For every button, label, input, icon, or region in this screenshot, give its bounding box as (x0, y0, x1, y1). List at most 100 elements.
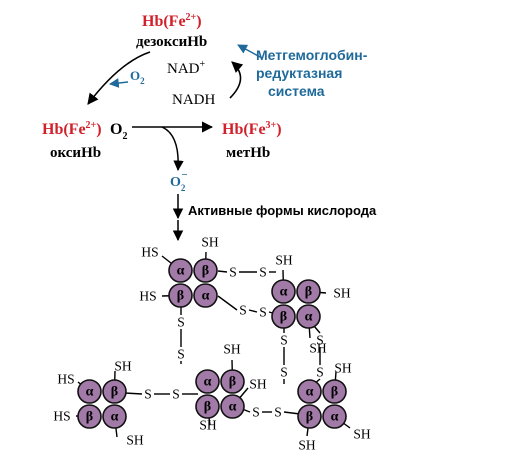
met-hb-label: метHb (226, 145, 270, 161)
svg-text:Hb(Fe2+): Hb(Fe2+) (42, 120, 102, 138)
alpha-label: α (280, 285, 288, 300)
nadh-label: NADH (172, 92, 215, 108)
beta-subunit (296, 279, 321, 304)
disulfide-bond (283, 411, 301, 415)
beta-label: β (305, 285, 312, 300)
beta-label: β (86, 410, 93, 425)
beta-subunit (77, 404, 102, 429)
sulfur-atom-label: S (280, 333, 288, 348)
beta-subunit (271, 304, 296, 329)
alpha-label: α (305, 310, 313, 325)
oxy-hb-formula: Hb(Fe2+) O2 (42, 120, 127, 142)
beta-subunit (220, 369, 245, 394)
deoxy-hb-formula: Hb(Fe2+) (142, 12, 202, 30)
hs-group-label: HS (141, 245, 158, 260)
beta-label: β (306, 410, 313, 425)
sulfur-atom-label: S (144, 387, 152, 402)
active-oxygen-forms-label: Активные формы кислорода (188, 203, 377, 218)
sulfur-atom-label: S (177, 315, 185, 330)
beta-subunit (193, 258, 218, 283)
alpha-label: α (177, 264, 185, 279)
alpha-subunit (271, 279, 296, 304)
beta-subunit (195, 394, 220, 419)
beta-subunit (102, 379, 127, 404)
svg-text:O2: O2 (130, 68, 145, 86)
beta-label: β (331, 385, 338, 400)
reductase-arrow (237, 44, 263, 59)
alpha-subunit (168, 258, 193, 283)
sh-group-label: SH (199, 418, 217, 433)
o2-input-arrow (109, 78, 129, 88)
beta-label: β (229, 375, 236, 390)
sulfur-atom-label: S (274, 405, 282, 420)
sh-group-label: SH (275, 253, 293, 268)
sulfur-atom-label: S (252, 405, 260, 420)
alpha-subunit (297, 379, 322, 404)
oxy-hb-label: оксиHb (50, 145, 101, 161)
nad-label: NAD+ (167, 59, 206, 77)
nad-cycle-arrow (229, 61, 244, 99)
beta-label: β (202, 264, 209, 279)
beta-subunit (297, 404, 322, 429)
alpha-subunit (220, 394, 245, 419)
met-hb-formula: Hb(Fe3+) (222, 120, 282, 138)
sulfur-atom-label: S (177, 347, 185, 362)
beta-subunit (322, 379, 347, 404)
beta-label: β (280, 310, 287, 325)
svg-text:O2: O2 (110, 121, 127, 142)
beta-label: β (177, 289, 184, 304)
sh-group-label: SH (353, 427, 371, 442)
sulfur-atom-label: S (316, 365, 324, 380)
alpha-subunit (102, 404, 127, 429)
sh-group-label: SH (334, 361, 352, 376)
reductase-line3: система (268, 83, 325, 99)
alpha-subunit (296, 304, 321, 329)
svg-text:O2−: O2− (170, 169, 188, 193)
disulfide-bond (124, 392, 143, 395)
hs-group-label: HS (57, 372, 74, 387)
alpha-subunit (193, 283, 218, 308)
alpha-label: α (306, 385, 314, 400)
svg-text:NAD+: NAD+ (167, 59, 206, 77)
reductase-line2: редуктазная (256, 65, 342, 81)
sulfur-atom-label: S (239, 303, 247, 318)
superoxide-release-arrow (161, 126, 184, 172)
disulfide-bond (313, 325, 321, 334)
sh-group-label: SH (114, 359, 132, 374)
sulfur-atom-label: S (316, 333, 324, 348)
disulfide-bond (248, 309, 258, 313)
sulfur-atom-label: S (229, 265, 237, 280)
sh-group-label: SH (223, 342, 241, 357)
alpha-label: α (202, 289, 210, 304)
sh-group-label: SH (298, 438, 316, 453)
oxygenation-arrow (87, 51, 151, 105)
beta-subunit (168, 283, 193, 308)
alpha-label: α (111, 410, 119, 425)
hs-group-label: HS (53, 409, 70, 424)
sulfur-atom-label: S (259, 265, 267, 280)
sulfur-atom-label: S (259, 305, 267, 320)
sulfur-atom-label: S (280, 365, 288, 380)
alpha-label: α (331, 410, 339, 425)
sh-group-label: SH (249, 377, 267, 392)
alpha-subunit (195, 369, 220, 394)
sh-group-label: SH (126, 433, 144, 448)
sh-group-label: SH (201, 235, 219, 250)
alpha-subunit (77, 379, 102, 404)
svg-text:Hb(Fe2+): Hb(Fe2+) (142, 12, 202, 30)
sulfur-atom-label: S (172, 387, 180, 402)
alpha-label: α (229, 400, 237, 415)
svg-text:Hb(Fe3+): Hb(Fe3+) (222, 120, 282, 138)
o2-label: O2 (130, 68, 145, 86)
beta-label: β (111, 385, 118, 400)
reductase-line1: Метгемоглобин- (256, 47, 368, 63)
superoxide-label: O2− (170, 169, 188, 193)
disulfide-bond (217, 295, 238, 311)
sh-group-label: SH (333, 286, 351, 301)
alpha-label: α (204, 375, 212, 390)
disulfide-bond (217, 270, 228, 273)
alpha-subunit (322, 404, 347, 429)
